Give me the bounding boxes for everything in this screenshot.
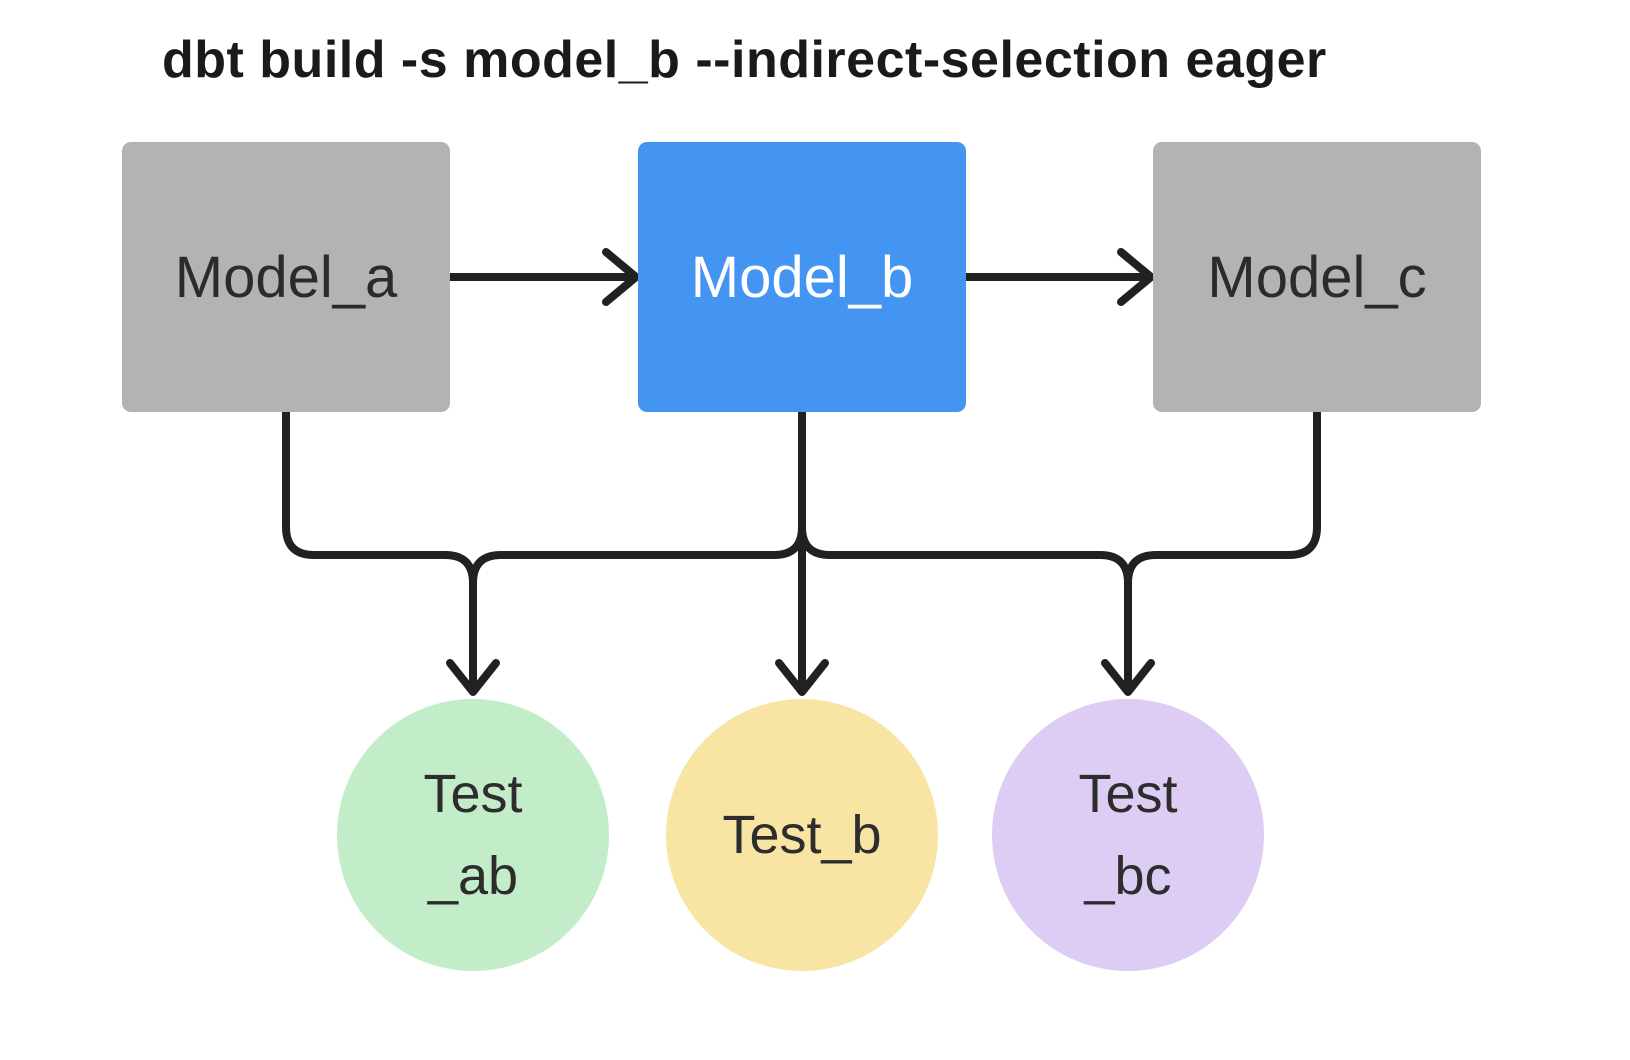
- node-test-ab: Test _ab: [337, 699, 609, 971]
- arrowhead-into-test-bc: [1101, 659, 1155, 696]
- node-model-b: Model_b: [638, 142, 966, 412]
- arrowhead-into-model-b: [602, 248, 640, 306]
- node-model-a-label: Model_a: [174, 244, 398, 310]
- node-test-bc-label-line1: Test: [1078, 763, 1178, 824]
- node-model-a: Model_a: [122, 142, 450, 412]
- node-test-bc: Test _bc: [992, 699, 1264, 971]
- arrowhead-into-test-b: [775, 659, 829, 696]
- node-model-b-label: Model_b: [690, 244, 914, 310]
- command-title: dbt build -s model_b --indirect-selectio…: [162, 31, 1327, 89]
- node-test-b: Test_b: [666, 699, 938, 971]
- edge-model-c-to-test-bc: [1124, 408, 1321, 587]
- edge-model-b-to-test-ab: [469, 408, 806, 587]
- edge-model-b-to-test-bc: [798, 408, 1132, 694]
- arrowhead-into-test-ab: [446, 659, 500, 696]
- node-test-ab-label-line1: Test: [423, 763, 523, 824]
- node-test-ab-label-line2: _ab: [427, 846, 519, 906]
- node-test-bc-label-line2: _bc: [1084, 846, 1172, 906]
- edge-model-a-to-test-ab: [282, 408, 477, 694]
- arrowhead-into-model-c: [1117, 248, 1155, 306]
- node-model-c-label: Model_c: [1207, 244, 1427, 310]
- node-model-c: Model_c: [1153, 142, 1481, 412]
- node-test-b-label-line1: Test_b: [722, 804, 882, 865]
